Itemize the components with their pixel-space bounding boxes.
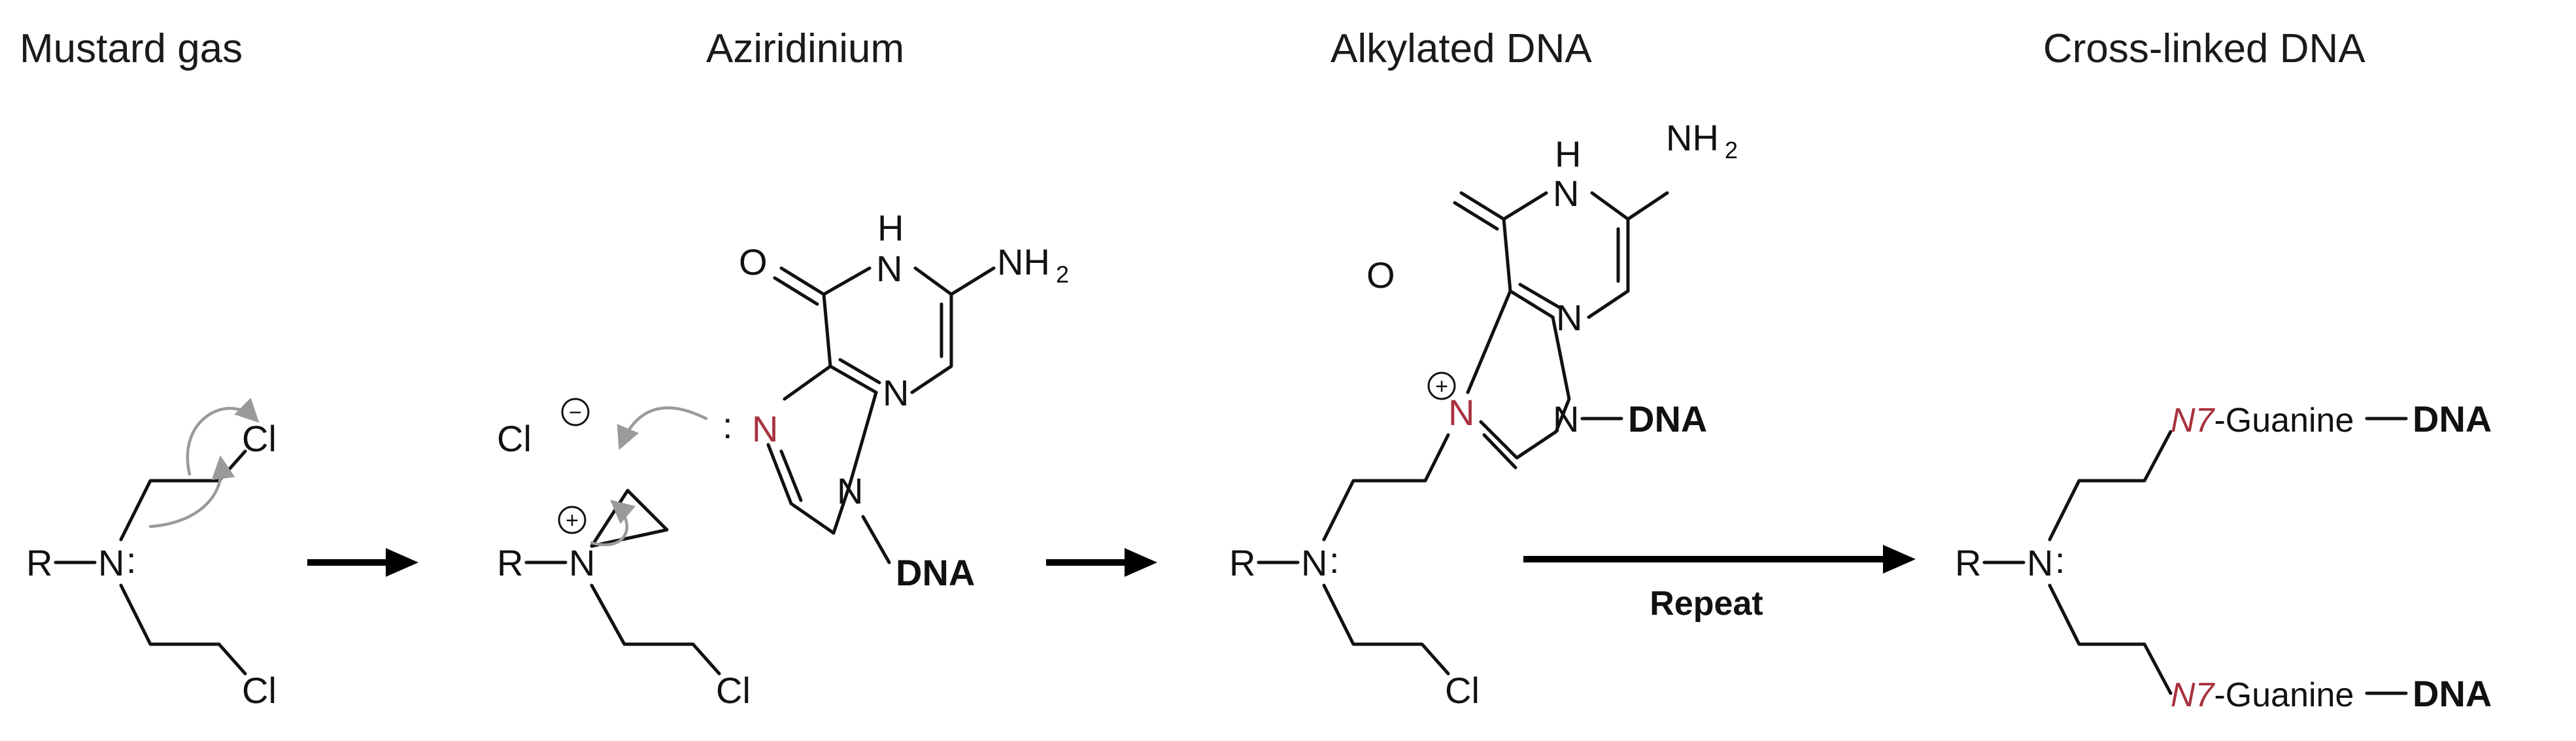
alkylated-dna-structure: R N : Cl O N H NH 2 N N + N DNA xyxy=(1229,117,1738,711)
subscript-2: 2 xyxy=(1056,261,1069,288)
title-mustard-gas: Mustard gas xyxy=(20,26,243,71)
atom-nh2: NH xyxy=(1666,117,1719,158)
bond-n9-dna xyxy=(861,515,891,564)
atom-n7-red: N xyxy=(1448,392,1474,433)
chloroethyl-arm-upper xyxy=(119,449,247,542)
atom-n1: N xyxy=(1553,173,1579,214)
atom-n3: N xyxy=(1556,297,1582,338)
title-cross-linked-dna: Cross-linked DNA xyxy=(2043,26,2365,71)
chloroethyl-arm-lower xyxy=(119,583,247,676)
atom-n7-red: N xyxy=(752,408,778,449)
bond-c8-n9-c4 xyxy=(1551,315,1571,434)
bond-c5-n7 xyxy=(783,364,832,401)
ring-bonds-a xyxy=(910,266,953,394)
atom-h: H xyxy=(877,207,904,249)
atom-o: O xyxy=(739,241,768,283)
bond-n7-c8 xyxy=(1479,420,1558,460)
atom-n: N xyxy=(2027,542,2053,583)
bond-c6-n1 xyxy=(1502,191,1548,221)
dna-label-upper: DNA xyxy=(2413,398,2492,439)
title-aziridinium: Aziridinium xyxy=(706,26,904,71)
chloroethyl-arm xyxy=(590,583,721,676)
carbonyl-bond xyxy=(1459,191,1506,221)
atom-n3: N xyxy=(883,372,909,413)
ring-bonds-a xyxy=(1587,191,1630,319)
chloroethyl-arm xyxy=(1322,583,1450,676)
lower-guanine-label: N7-Guanine xyxy=(2171,676,2354,714)
reaction-arrow-repeat: Repeat xyxy=(1523,545,1916,623)
n7-label-upper: N7 xyxy=(2171,402,2216,439)
atom-h: H xyxy=(1555,133,1581,175)
ring-bonds-b xyxy=(1502,217,1555,319)
aziridine-ring xyxy=(590,489,669,548)
minus-charge: − xyxy=(569,400,582,425)
bond-c8-n9-c4 xyxy=(832,390,878,535)
guanine-label-lower: -Guanine xyxy=(2214,676,2354,714)
atom-n9: N xyxy=(837,470,863,511)
double-bond-c4-c5 xyxy=(838,358,881,385)
carbonyl-bond xyxy=(779,266,826,296)
curly-arrow-ring-open xyxy=(590,500,636,547)
guanine-structure-1: O N H NH 2 N N : N DNA xyxy=(617,207,1069,593)
atom-r: R xyxy=(1229,542,1255,583)
carbonyl-double xyxy=(773,276,819,306)
mustard-gas-structure: R N : Cl Cl xyxy=(26,398,277,711)
atom-cl: Cl xyxy=(716,670,751,711)
curly-arrow-lone-pair xyxy=(148,455,235,528)
double-bond-n7-c8 xyxy=(1482,433,1517,470)
dna-label-lower: DNA xyxy=(2413,673,2492,714)
atom-r: R xyxy=(26,542,52,583)
atom-cl-upper: Cl xyxy=(242,418,277,459)
atom-r: R xyxy=(497,542,523,583)
plus-charge: + xyxy=(566,508,579,533)
atom-nh2: NH xyxy=(997,241,1050,283)
arm-lower xyxy=(2048,583,2173,695)
carbonyl-double xyxy=(1453,201,1499,231)
lone-pair: : xyxy=(2055,540,2065,581)
aziridinium-structure: R N + Cl Cl − xyxy=(497,398,751,711)
atom-o: O xyxy=(1366,254,1395,296)
atom-n: N xyxy=(1301,542,1327,583)
curly-arrow-nucleophilic-attack xyxy=(617,406,708,451)
reaction-arrow-1 xyxy=(307,548,418,577)
lone-pair: : xyxy=(126,540,137,581)
cross-linked-dna-structure: R N : N7-Guanine DNA N7-Guanine DNA xyxy=(1955,398,2492,714)
lone-pair: : xyxy=(1329,540,1340,581)
n7-label-lower: N7 xyxy=(2171,676,2216,714)
subscript-2: 2 xyxy=(1725,137,1738,164)
bond-c6-n1 xyxy=(822,266,872,296)
double-bond-c4-c5 xyxy=(1518,283,1561,309)
bond-n7-c8 xyxy=(766,443,836,535)
dna-label: DNA xyxy=(896,552,975,593)
atom-n1: N xyxy=(876,248,902,289)
bond-c5-n7 xyxy=(1466,289,1512,394)
double-bond-n7-c8 xyxy=(779,449,803,502)
plus-charge: + xyxy=(1435,374,1448,399)
guanine-label-upper: -Guanine xyxy=(2214,402,2354,439)
plus-charge-circle xyxy=(558,506,586,534)
arm-upper xyxy=(2048,430,2173,542)
title-alkylated-dna: Alkylated DNA xyxy=(1330,26,1592,71)
atom-n-plus: N xyxy=(569,542,595,583)
repeat-label: Repeat xyxy=(1650,585,1763,623)
chloride-ion: Cl xyxy=(497,418,532,459)
bond-c2-nh2 xyxy=(949,266,996,296)
dna-label: DNA xyxy=(1628,398,1707,439)
atom-n9: N xyxy=(1553,398,1579,439)
atom-cl: Cl xyxy=(1445,670,1480,711)
atom-cl-lower: Cl xyxy=(242,670,277,711)
curly-arrow-chloride-leave xyxy=(186,398,260,476)
minus-charge-circle xyxy=(561,398,590,426)
atom-r: R xyxy=(1955,542,1981,583)
reaction-arrow-2 xyxy=(1046,548,1157,577)
atom-n: N xyxy=(98,542,124,583)
upper-guanine-label: N7-Guanine xyxy=(2171,402,2354,439)
bond-c2-nh2 xyxy=(1626,191,1669,221)
lone-pair-n7: : xyxy=(722,405,733,446)
plus-charge-circle xyxy=(1427,371,1456,400)
ethyl-linker-to-n7 xyxy=(1322,433,1450,542)
